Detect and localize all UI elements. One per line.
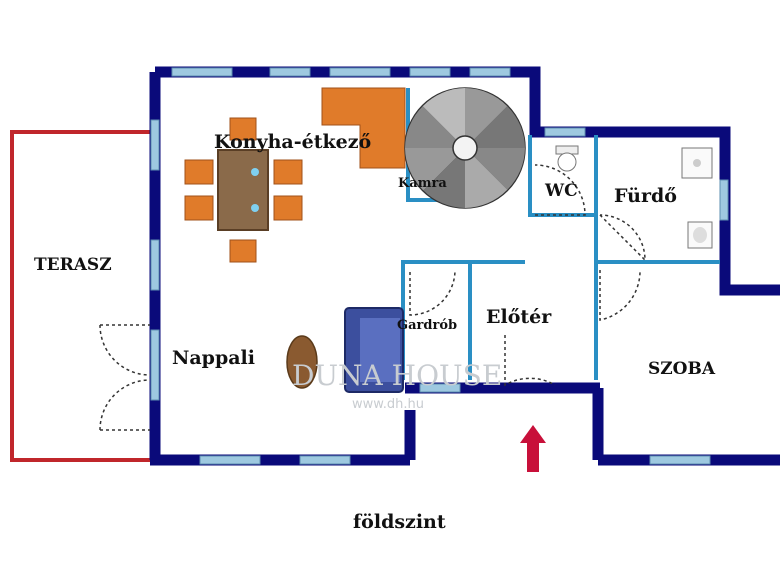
chairs bbox=[184, 117, 303, 263]
watermark: DUNA HOUSE www.dh.hu bbox=[292, 359, 502, 412]
sink-icon bbox=[687, 221, 713, 249]
terrace-outline bbox=[10, 130, 150, 462]
room-label-furdo: Fürdő bbox=[614, 185, 677, 207]
shower-icon bbox=[681, 147, 713, 179]
dining-table bbox=[217, 149, 269, 231]
room-label-terasz: TERASZ bbox=[34, 255, 112, 275]
kitchen-counter bbox=[321, 87, 406, 169]
sofa bbox=[344, 307, 404, 393]
floor-caption: földszint bbox=[353, 511, 446, 533]
spiral-staircase-icon bbox=[404, 87, 526, 209]
watermark-brand: DUNA HOUSE bbox=[292, 359, 502, 392]
toilet-icon bbox=[555, 145, 579, 172]
entrance-arrow-icon bbox=[520, 425, 546, 472]
room-label-gardrob: Gardrób bbox=[397, 318, 457, 333]
watermark-url: www.dh.hu bbox=[352, 397, 424, 412]
coffee-table bbox=[286, 335, 318, 389]
windows bbox=[150, 67, 729, 465]
room-label-szoba: SZOBA bbox=[648, 359, 716, 379]
room-label-konyha: Konyha-étkező bbox=[214, 131, 371, 153]
room-label-nappali: Nappali bbox=[172, 347, 255, 369]
room-label-wc: WC bbox=[544, 181, 578, 201]
door-swings bbox=[99, 164, 646, 431]
room-label-eloter: Előtér bbox=[486, 306, 552, 328]
room-label-kamra: Kamra bbox=[398, 176, 447, 191]
